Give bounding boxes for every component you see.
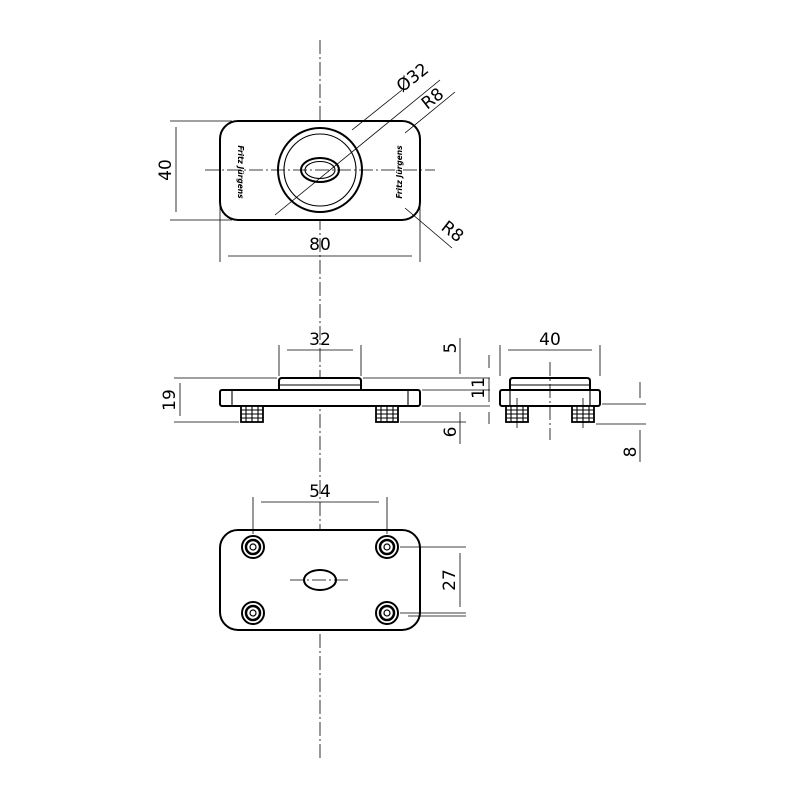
front-view-plate [219, 389, 421, 407]
foot-height-label: 6 [441, 427, 461, 438]
bottom-view-foot-top-left [241, 535, 265, 559]
top-view-logo-left: Fritz Jürgens [236, 145, 245, 199]
hole-spacing-y-label: 27 [440, 569, 460, 591]
bottom-view-foot-bottom-left [241, 601, 265, 625]
side-foot-height-label: 8 [621, 447, 641, 458]
side-view: 40 8 [499, 330, 646, 462]
hole-spacing-x-label: 54 [309, 482, 331, 502]
boss-width-label: 32 [309, 330, 331, 350]
front-view: 32 19 5 11 6 [160, 330, 490, 444]
radius-lower-leader [404, 207, 453, 249]
diameter-leader-line [274, 79, 441, 216]
height-label: 40 [156, 159, 176, 181]
bottom-view: 54 27 [219, 482, 466, 631]
top-view: Fritz Jürgens Fritz Jürgens Ø32 R8 R8 40… [156, 59, 467, 262]
front-view-boss [278, 377, 362, 391]
radius-upper-leader [404, 91, 456, 134]
bottom-view-foot-top-right [375, 535, 399, 559]
top-view-logo-right: Fritz Jürgens [395, 145, 404, 199]
diameter-leader-shoulder [351, 89, 403, 131]
front-view-foot-right [375, 405, 399, 423]
bottom-view-foot-bottom-right [375, 601, 399, 625]
plate-height-label: 11 [469, 377, 489, 399]
front-view-foot-left [240, 405, 264, 423]
side-width-label: 40 [539, 330, 561, 350]
boss-height-label: 5 [441, 343, 461, 354]
radius-upper-label: R8 [418, 84, 448, 114]
width-label: 80 [309, 235, 331, 255]
radius-lower-label: R8 [437, 217, 467, 247]
total-height-label: 19 [160, 389, 180, 411]
